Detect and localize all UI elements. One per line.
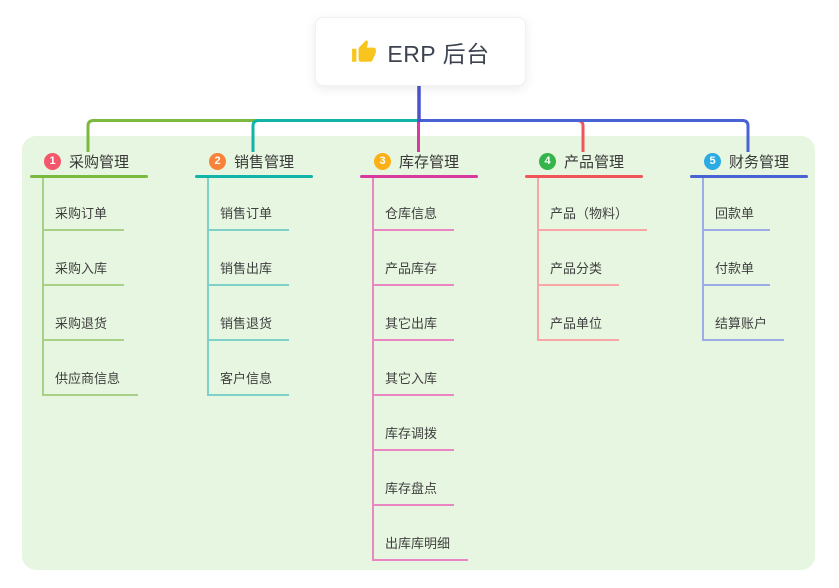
child-node-underline (42, 339, 124, 341)
child-node-label[interactable]: 库存盘点 (385, 481, 438, 496)
child-node-underline (372, 284, 454, 286)
child-node-underline (537, 339, 619, 341)
child-node-label[interactable]: 仓库信息 (385, 206, 438, 221)
branch-header-5[interactable]: 5 财务管理 (704, 150, 789, 172)
branch-header-3[interactable]: 3 库存管理 (374, 150, 459, 172)
branch-number-badge: 4 (539, 152, 556, 170)
branch-header-2[interactable]: 2 销售管理 (209, 150, 294, 172)
branch-title: 采购管理 (69, 153, 130, 171)
child-node-label[interactable]: 付款单 (715, 261, 755, 276)
child-node-underline (372, 229, 454, 231)
branch-title: 库存管理 (399, 153, 460, 171)
child-node-label[interactable]: 采购订单 (55, 206, 108, 221)
child-node-underline (207, 339, 289, 341)
root-node[interactable]: ERP 后台 (315, 17, 526, 86)
child-node-underline (372, 394, 454, 396)
child-node-label[interactable]: 产品（物料） (550, 206, 629, 221)
child-node-label[interactable]: 客户信息 (220, 371, 273, 386)
child-node-label[interactable]: 销售退货 (220, 316, 273, 331)
branch-underline (690, 175, 808, 178)
child-node-underline (207, 284, 289, 286)
branch-title: 财务管理 (729, 153, 790, 171)
branch-number-badge: 2 (209, 152, 226, 170)
branch-number-badge: 5 (704, 152, 721, 170)
child-node-label[interactable]: 销售出库 (220, 261, 273, 276)
branch-children-line (537, 178, 539, 341)
branches-panel (22, 136, 815, 570)
child-node-label[interactable]: 结算账户 (715, 316, 768, 331)
branch-underline (195, 175, 313, 178)
child-node-underline (702, 284, 770, 286)
branch-title: 产品管理 (564, 153, 625, 171)
child-node-label[interactable]: 出库库明细 (385, 536, 451, 551)
branch-underline (525, 175, 643, 178)
child-node-label[interactable]: 其它入库 (385, 371, 438, 386)
child-node-underline (42, 284, 124, 286)
child-node-label[interactable]: 采购入库 (55, 261, 108, 276)
child-node-label[interactable]: 产品分类 (550, 261, 603, 276)
child-node-label[interactable]: 供应商信息 (55, 371, 121, 386)
child-node-underline (537, 284, 619, 286)
branch-title: 销售管理 (234, 153, 295, 171)
child-node-underline (702, 339, 784, 341)
child-node-label[interactable]: 回款单 (715, 206, 755, 221)
branch-underline (360, 175, 478, 178)
branch-children-line (702, 178, 704, 341)
branch-children-line (207, 178, 209, 396)
branch-header-1[interactable]: 1 采购管理 (44, 150, 129, 172)
thumbs-up-icon (352, 39, 377, 62)
child-node-label[interactable]: 销售订单 (220, 206, 273, 221)
child-node-underline (372, 339, 454, 341)
child-node-underline (207, 229, 289, 231)
child-node-label[interactable]: 产品库存 (385, 261, 438, 276)
branch-children-line (372, 178, 374, 561)
child-node-label[interactable]: 采购退货 (55, 316, 108, 331)
branch-underline (30, 175, 148, 178)
child-node-underline (702, 229, 770, 231)
branch-number-badge: 3 (374, 152, 391, 170)
root-title: ERP 后台 (387, 40, 490, 67)
child-node-underline (42, 394, 138, 396)
child-node-underline (372, 449, 454, 451)
child-node-underline (372, 559, 468, 561)
child-node-underline (207, 394, 289, 396)
child-node-underline (537, 229, 647, 231)
branch-header-4[interactable]: 4 产品管理 (539, 150, 624, 172)
child-node-underline (42, 229, 124, 231)
child-node-label[interactable]: 库存调拨 (385, 426, 438, 441)
branch-number-badge: 1 (44, 152, 61, 170)
child-node-underline (372, 504, 454, 506)
branch-children-line (42, 178, 44, 396)
child-node-label[interactable]: 产品单位 (550, 316, 603, 331)
child-node-label[interactable]: 其它出库 (385, 316, 438, 331)
